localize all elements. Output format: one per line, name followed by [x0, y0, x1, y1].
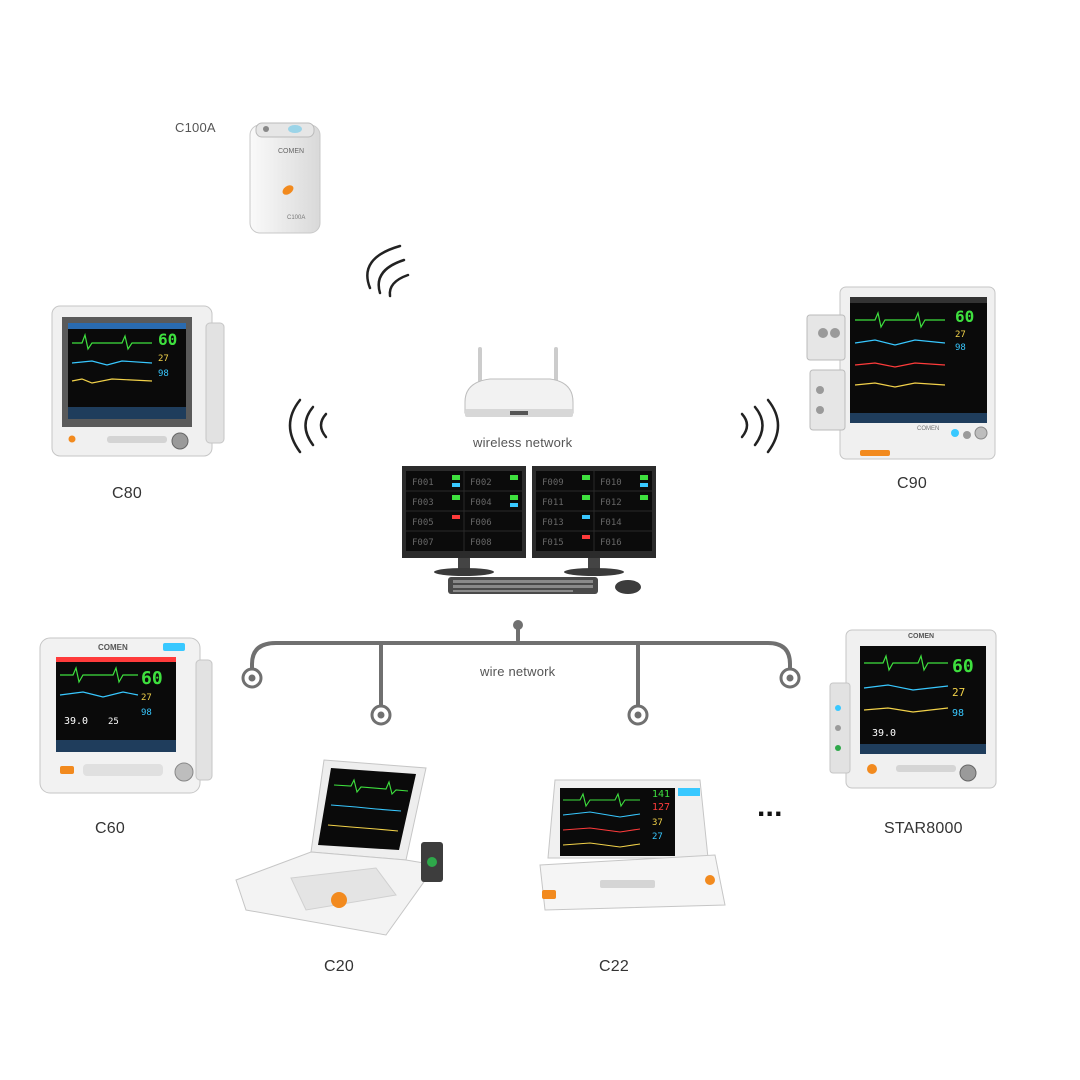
- device-c80: 60 27 98: [51, 303, 227, 463]
- c90-rr-value: 27: [955, 330, 966, 340]
- bed-label-4: F004: [470, 498, 492, 508]
- c60-spo2-value: 98: [141, 708, 152, 718]
- trunk-node: [513, 620, 523, 630]
- bed-label-11: F011: [542, 498, 564, 508]
- central-station: F001 F002 F003 F004 F005 F006 F007 F008 …: [398, 462, 660, 597]
- c90-brand-mark: COMEN: [917, 426, 940, 432]
- star8000-temp-value: 39.0: [872, 728, 897, 739]
- label-star8000: STAR8000: [884, 820, 963, 837]
- c60-rr-value: 27: [141, 693, 152, 703]
- wireless-signal-icon-left: [288, 398, 328, 454]
- wireless-router: [460, 347, 578, 427]
- bed-label-14: F014: [600, 518, 622, 528]
- bed-label-13: F013: [542, 518, 564, 528]
- label-c80: C80: [112, 485, 142, 502]
- c80-spo2-value: 98: [158, 369, 169, 379]
- label-wire-network: wire network: [480, 664, 556, 679]
- device-star8000: COMEN 60 27 98 39.0: [828, 628, 1000, 793]
- bed-label-8: F008: [470, 538, 492, 548]
- c22-value-3: 37: [652, 818, 663, 828]
- c60-temp2-value: 25: [108, 717, 119, 727]
- bed-label-10: F010: [600, 478, 622, 488]
- c100a-brand-mark: COMEN: [278, 148, 305, 155]
- bed-label-6: F006: [470, 518, 492, 528]
- device-c20: [235, 759, 446, 940]
- label-wireless-network: wireless network: [473, 435, 573, 450]
- star8000-brand-mark: COMEN: [908, 633, 935, 640]
- bed-label-15: F015: [542, 538, 564, 548]
- wireless-signal-icon-right: [740, 398, 780, 454]
- star8000-rr-value: 27: [952, 686, 966, 699]
- bed-label-16: F016: [600, 538, 622, 548]
- label-c60: C60: [95, 820, 125, 837]
- bed-label-5: F005: [412, 518, 434, 528]
- device-c60: COMEN 60 27 98 39.0 25: [38, 630, 216, 800]
- c80-hr-value: 60: [158, 330, 178, 349]
- c80-rr-value: 27: [158, 354, 169, 364]
- bus-line: [250, 641, 792, 680]
- wireless-signal-icon-top: [366, 244, 410, 298]
- c60-brand-mark: COMEN: [98, 643, 128, 652]
- bed-label-7: F007: [412, 538, 434, 548]
- c22-value-1: 141: [652, 789, 671, 800]
- device-c22: 141 127 37 27: [530, 770, 730, 930]
- bed-label-1: F001: [412, 478, 434, 488]
- more-devices-ellipsis: ...: [757, 790, 783, 823]
- label-c100a: C100A: [175, 120, 216, 135]
- bed-label-9: F009: [542, 478, 564, 488]
- c90-spo2-value: 98: [955, 343, 966, 353]
- bed-label-2: F002: [470, 478, 492, 488]
- label-c22: C22: [599, 958, 629, 975]
- c60-temp-value: 39.0: [64, 716, 89, 727]
- label-c20: C20: [324, 958, 354, 975]
- bed-label-12: F012: [600, 498, 622, 508]
- bed-label-3: F003: [412, 498, 434, 508]
- star8000-spo2-value: 98: [952, 708, 965, 719]
- device-c90: 60 27 98 COMEN: [805, 285, 1000, 465]
- c100a-model-mark: C100A: [287, 215, 306, 221]
- label-c90: C90: [897, 475, 927, 492]
- device-c100a: COMEN C100A: [240, 115, 330, 240]
- c90-hr-value: 60: [955, 307, 975, 326]
- c22-value-2: 127: [652, 802, 671, 813]
- star8000-hr-value: 60: [952, 656, 974, 677]
- c60-hr-value: 60: [141, 668, 163, 689]
- c22-value-4: 27: [652, 832, 663, 842]
